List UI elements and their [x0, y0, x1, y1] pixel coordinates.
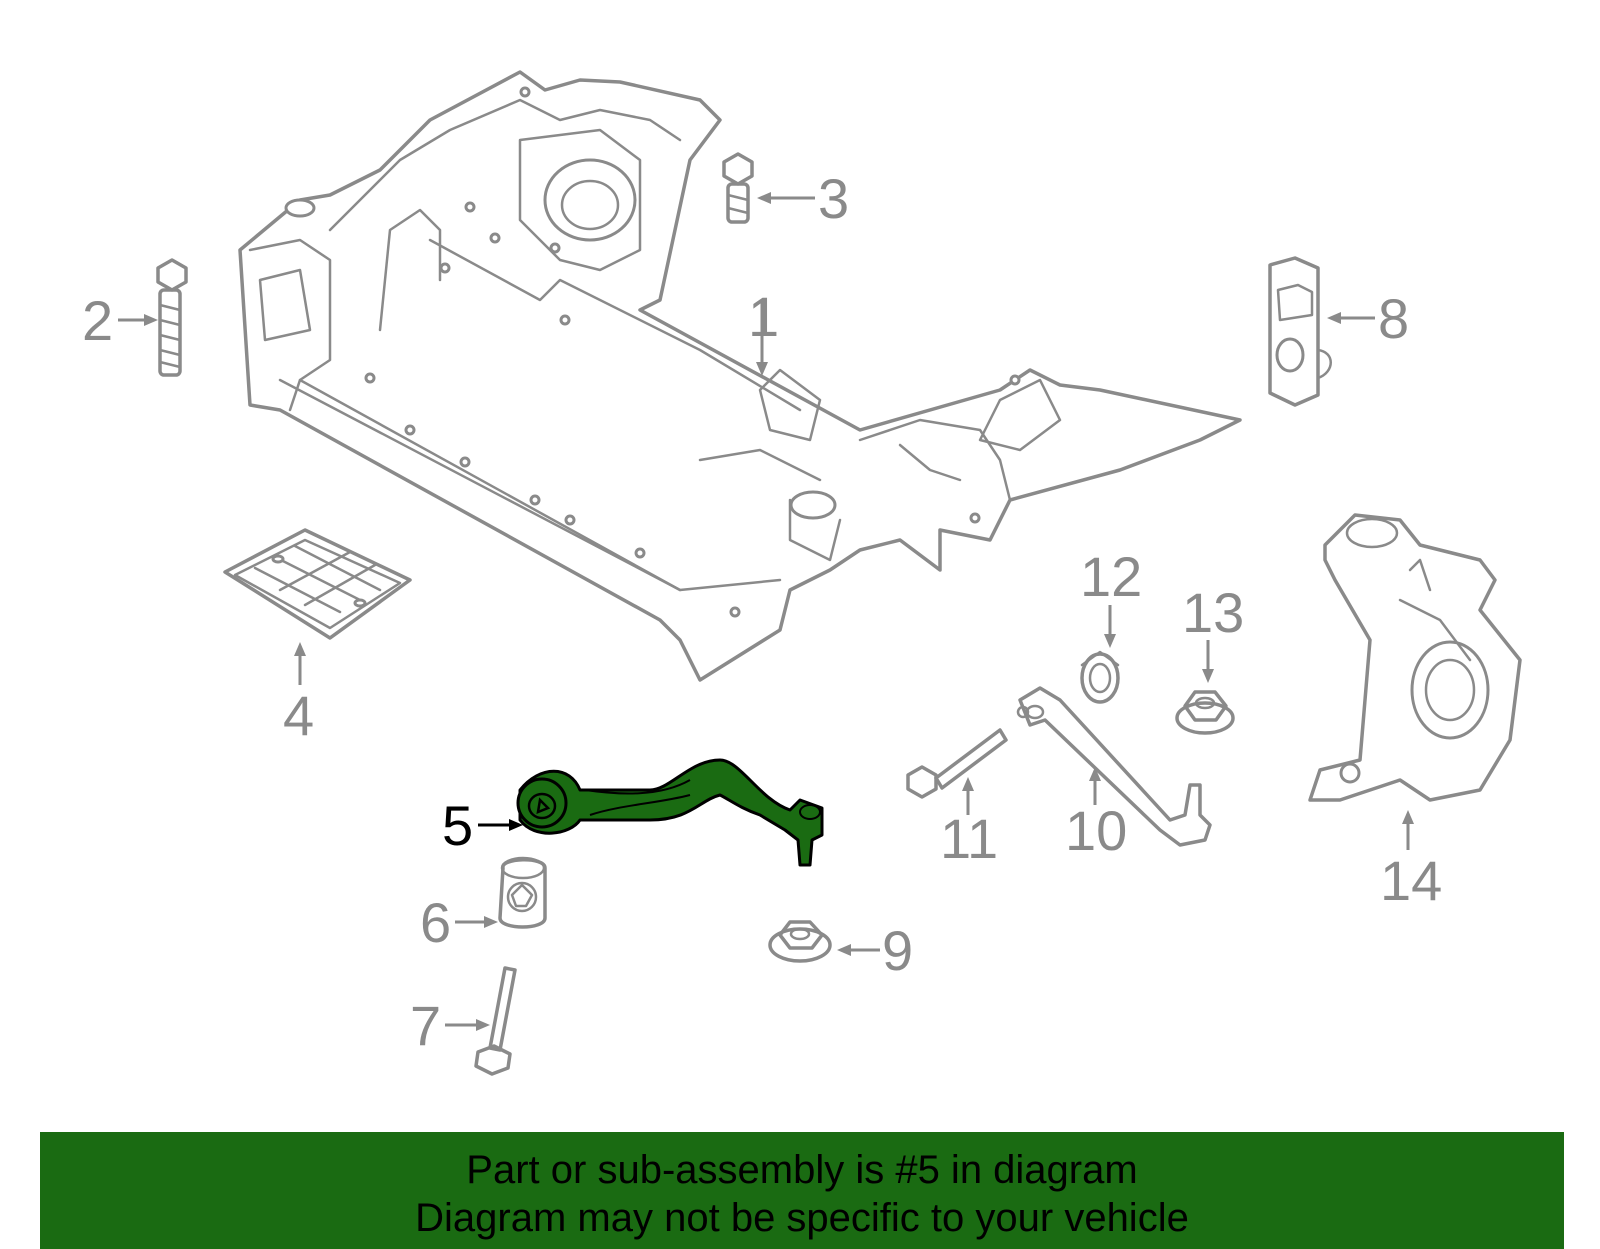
part-9-nut[interactable] [768, 920, 832, 963]
callout-11[interactable]: 11 [940, 807, 998, 870]
part-6-bushing[interactable] [498, 856, 547, 929]
banner-line-2: Diagram may not be specific to your vehi… [415, 1196, 1189, 1240]
part-12-nut[interactable] [1080, 650, 1120, 704]
callout-12[interactable]: 12 [1080, 545, 1142, 608]
part-2-bolt[interactable] [156, 258, 188, 377]
banner-line-1: Part or sub-assembly is #5 in diagram [466, 1148, 1138, 1192]
callout-6[interactable]: 6 [420, 891, 451, 954]
part-11-bolt[interactable] [906, 728, 1008, 799]
callout-9[interactable]: 9 [882, 919, 913, 982]
part-3-bolt[interactable] [722, 152, 754, 224]
callout-3[interactable]: 3 [818, 167, 849, 230]
callout-7[interactable]: 7 [410, 994, 441, 1057]
callout-4[interactable]: 4 [283, 684, 314, 747]
callout-14[interactable]: 14 [1380, 849, 1442, 912]
part-7-bolt[interactable] [474, 966, 517, 1076]
part-1-subframe[interactable] [238, 70, 1242, 682]
callout-5[interactable]: 5 [442, 794, 473, 857]
callout-labels: 1 2 3 4 5 6 7 8 9 10 11 12 13 14 [82, 167, 1442, 1057]
callout-2[interactable]: 2 [82, 289, 113, 352]
part-8-bracket[interactable] [1268, 256, 1332, 407]
callout-10[interactable]: 10 [1065, 799, 1127, 862]
callout-8[interactable]: 8 [1378, 287, 1409, 350]
part-10-strut[interactable] [1016, 686, 1212, 847]
highlight-banner: Part or sub-assembly is #5 in diagram Di… [40, 1132, 1564, 1249]
leader-lines [118, 192, 1414, 1031]
part-4-shield[interactable] [223, 528, 412, 640]
callout-1[interactable]: 1 [748, 285, 779, 348]
part-14-knuckle[interactable] [1308, 513, 1522, 802]
callout-13[interactable]: 13 [1182, 581, 1244, 644]
part-5-control-arm[interactable] [516, 758, 824, 867]
part-13-nut[interactable] [1175, 690, 1235, 735]
